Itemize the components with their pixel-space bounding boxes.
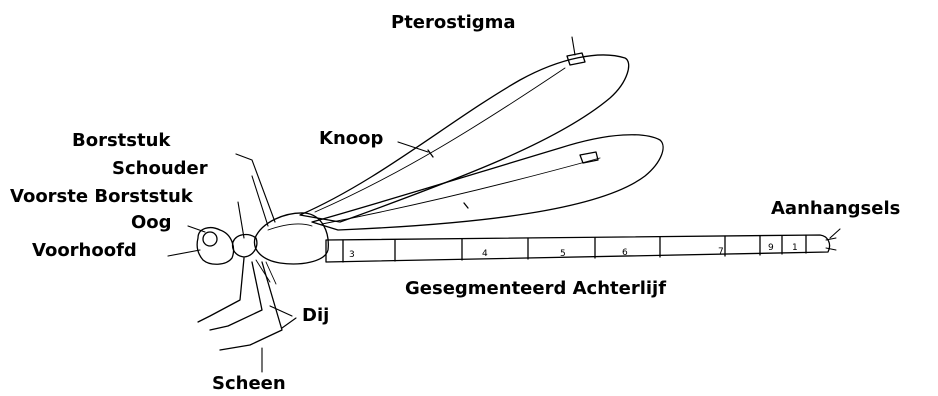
head <box>197 228 233 265</box>
segment-number: 4 <box>482 249 488 259</box>
segment-number: 7 <box>718 247 724 257</box>
label-achterlijf: Gesegmenteerd Achterlijf <box>405 280 666 298</box>
prothorax <box>233 235 257 257</box>
label-schouder: Schouder <box>112 160 208 178</box>
segment-number: 5 <box>560 249 566 259</box>
leader-voorhoofd <box>168 250 200 256</box>
front-leg <box>198 258 244 322</box>
label-voorste-borststuk: Voorste Borststuk <box>10 188 193 206</box>
label-pterostigma: Pterostigma <box>391 14 516 32</box>
segment-number: 9 <box>768 243 774 253</box>
label-knoop: Knoop <box>319 130 383 148</box>
segment-number: 6 <box>622 248 628 258</box>
pterostigma-mark <box>567 53 585 65</box>
label-dij: Dij <box>302 307 329 325</box>
label-oog: Oog <box>131 214 172 232</box>
leader-schouder <box>252 176 268 226</box>
knoop-mark <box>428 150 433 157</box>
label-borststuk: Borststuk <box>72 132 170 150</box>
label-voorhoofd: Voorhoofd <box>32 242 137 260</box>
eye <box>203 232 217 246</box>
middle-leg <box>210 262 262 330</box>
abdomen <box>326 235 830 262</box>
leader-aanhangsels <box>830 229 840 238</box>
label-scheen: Scheen <box>212 375 286 393</box>
segment-number: 1 <box>792 243 798 253</box>
leader-dij <box>270 306 296 328</box>
leader-pterostigma <box>572 37 575 55</box>
label-aanhangsels: Aanhangsels <box>771 200 900 218</box>
segment-number: 3 <box>349 250 355 260</box>
leader-voorste-borststuk <box>238 202 244 238</box>
